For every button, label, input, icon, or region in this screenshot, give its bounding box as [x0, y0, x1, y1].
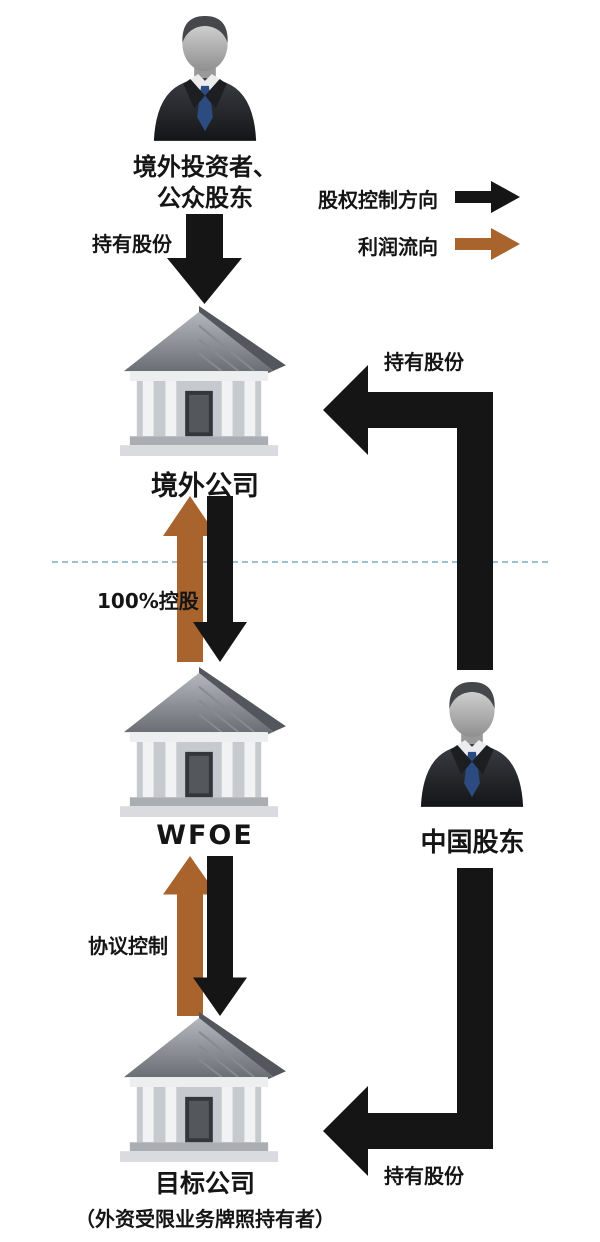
china-shareholder-label: 中国股东: [420, 828, 525, 858]
legend-equity-label: 股权控制方向: [318, 188, 438, 212]
legend-equity-arrow-icon: [455, 181, 520, 213]
overseas-investor-label: 境外投资者、 公众股东: [133, 153, 277, 213]
legend-profit-label: 利润流向: [358, 235, 438, 259]
offshore-company-icon: [119, 304, 287, 458]
target-company-icon: [119, 1010, 287, 1164]
target-company-sublabel: （外资受限业务牌照持有者）: [75, 1207, 335, 1231]
overseas-investor-icon: [153, 16, 257, 141]
contract-control-label: 协议控制: [88, 934, 168, 958]
target-company-label: 目标公司: [154, 1169, 255, 1198]
hold-shares-label-upper-right: 持有股份: [384, 350, 464, 374]
jurisdiction-divider-line: [52, 561, 548, 563]
offshore-wfoe-updown-arrows-icon: [163, 496, 247, 662]
wfoe-icon: [119, 665, 287, 819]
shareholder-target-elbow-arrow-icon: [323, 868, 493, 1176]
legend-profit-arrow-icon: [455, 228, 520, 260]
hold-shares-label-lower-right: 持有股份: [384, 1164, 464, 1188]
hold-shares-arrow-down-icon: [167, 214, 242, 304]
target-company-label-block: 目标公司 （外资受限业务牌照持有者）: [10, 1164, 400, 1232]
wfoe-target-updown-arrows-icon: [163, 856, 247, 1016]
hold-shares-label-top: 持有股份: [92, 232, 172, 256]
wfoe-label: WFOE: [156, 820, 254, 851]
shareholder-offshore-elbow-arrow-icon: [323, 365, 493, 670]
full-control-label: 100%控股: [97, 589, 199, 613]
offshore-company-label: 境外公司: [151, 471, 259, 502]
china-shareholder-icon: [420, 682, 524, 807]
